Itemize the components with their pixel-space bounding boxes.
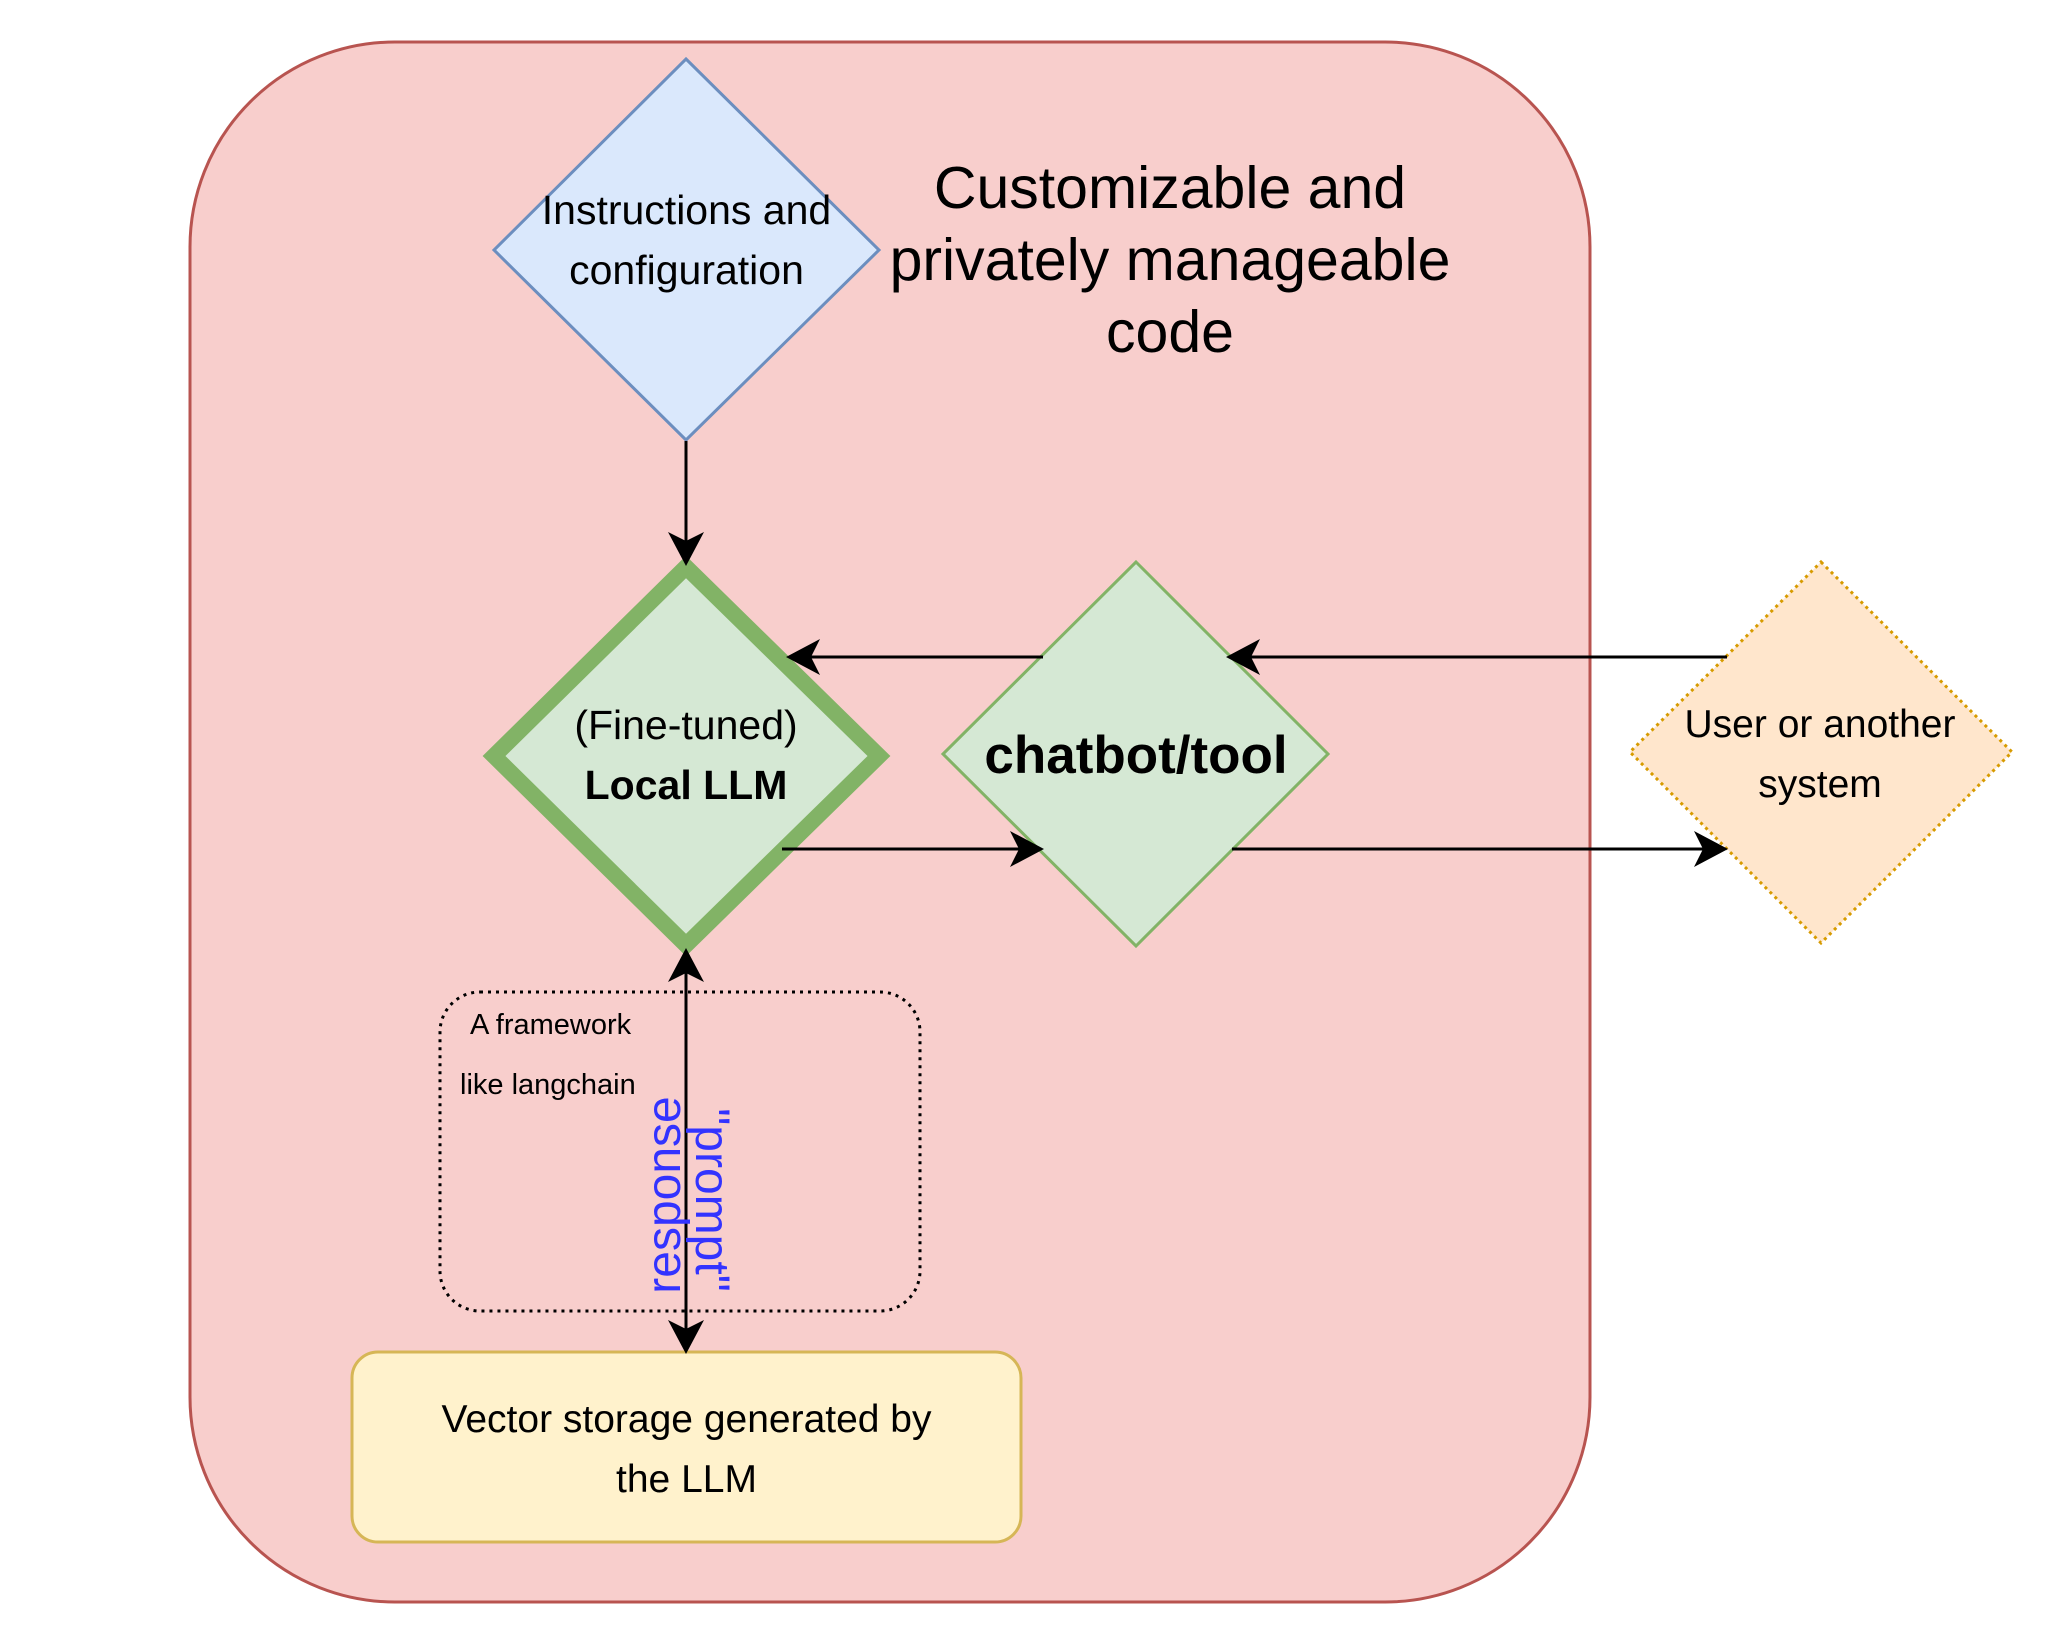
local-llm-node[interactable] — [482, 555, 891, 957]
framework-line-2: like langchain — [460, 1069, 636, 1101]
user-line-2: system — [1758, 763, 1882, 806]
instructions-node[interactable] — [491, 56, 882, 443]
instructions-line-1: Instructions and — [541, 187, 832, 233]
instructions-label: Instructions and configuration — [494, 170, 879, 310]
private-code-container — [188, 40, 1592, 1604]
local-llm-line-2: Local LLM — [584, 762, 788, 808]
framework-label: A framework like langchain — [460, 1000, 690, 1110]
local-llm-label: (Fine-tuned) Local LLM — [540, 690, 832, 820]
chatbot-tool-label: chatbot/tool — [960, 715, 1312, 795]
title-line-2: privately manageable — [889, 227, 1451, 293]
chatbot-tool-text: chatbot/tool — [984, 725, 1288, 785]
vector-line-2: the LLM — [616, 1458, 757, 1501]
title-line-3: code — [1106, 299, 1234, 365]
vector-storage-label: Vector storage generated by the LLM — [352, 1380, 1021, 1520]
prompt-edge-label: "prompt" — [685, 1108, 738, 1292]
framework-line-1: A framework — [470, 1009, 632, 1041]
title-line-1: Customizable and — [933, 155, 1407, 221]
container-title: Customizable and privately manageable co… — [880, 140, 1460, 380]
instructions-line-2: configuration — [569, 247, 804, 293]
vector-line-1: Vector storage generated by — [441, 1398, 932, 1441]
framework-box[interactable] — [438, 990, 922, 1313]
response-edge-label: response — [638, 1096, 691, 1294]
user-system-label: User or another system — [1650, 690, 1990, 820]
user-line-1: User or another — [1684, 703, 1956, 746]
local-llm-line-1: (Fine-tuned) — [574, 702, 798, 748]
